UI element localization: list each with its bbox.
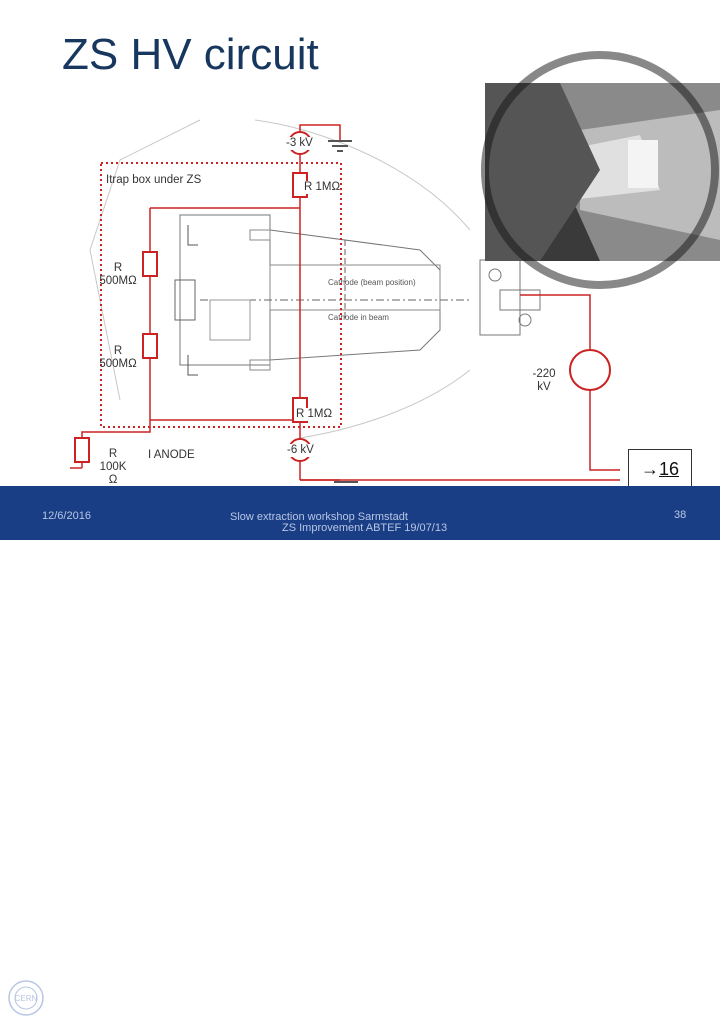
resistor-r-left-2 (142, 333, 158, 359)
resistor-r-100k (74, 437, 90, 463)
footer-line2: ZS Improvement ABTEF 19/07/13 (282, 522, 448, 534)
label-r-left-1: R 500MΩ (98, 262, 138, 288)
label-r-100k-line3: Ω (108, 474, 118, 486)
page-number: 38 (674, 509, 687, 521)
arrow-right-icon: → (640, 459, 659, 479)
label-minus-220kv: -220 kV (529, 368, 559, 394)
slide-title: ZS HV circuit (62, 30, 319, 79)
itrap-box (100, 162, 342, 428)
svg-text:CERN: CERN (15, 994, 38, 1003)
footer-line1: Slow extraction workshop Sarmstadt (230, 511, 408, 523)
drawing-text-cathode-in-beam: Cathode in beam (328, 313, 389, 322)
footer-date: 12/6/2016 (42, 510, 91, 522)
label-r-left-1-line1: R (113, 262, 123, 274)
wires (70, 124, 620, 481)
label-r-100k: R 100K Ω (96, 448, 130, 487)
slide-link-target: 16 (658, 459, 680, 479)
mechanical-drawing (89, 119, 541, 439)
circuit-diagram: Cathode (beam position) Cathode in beam (70, 51, 720, 493)
slide-link-button[interactable]: →16 (628, 449, 692, 489)
source-minus-220kv (569, 349, 611, 391)
cern-logo-icon: CERN (8, 980, 44, 1016)
label-minus-3kv: -3 kV (286, 137, 313, 150)
label-itrap-box: Itrap box under ZS (106, 174, 202, 186)
label-anode: I ANODE (148, 449, 195, 461)
label-r-100k-line2: 100K (99, 461, 127, 473)
label-minus-6kv: -6 kV (287, 444, 314, 457)
label-r-left-2-line1: R (113, 345, 123, 357)
resistor-r-left-1 (142, 251, 158, 277)
label-r-left-2-line2: 500MΩ (99, 358, 137, 370)
label-r-100k-line1: R (108, 448, 118, 460)
label-r-top: R 1MΩ (304, 181, 341, 194)
photo-inset (481, 51, 720, 289)
label-r-left-1-line2: 500MΩ (99, 275, 137, 287)
ground-icon-top (328, 140, 352, 152)
label-minus-220kv-line1: -220 (532, 368, 556, 380)
label-r-left-2: R 500MΩ (98, 345, 138, 371)
label-minus-220kv-line2: kV (537, 381, 551, 393)
slide-footer: CERN 12/6/2016 Slow extraction workshop … (0, 486, 720, 1016)
label-r-bottom: R 1MΩ (296, 408, 333, 421)
drawing-text-cathode-beam: Cathode (beam position) (328, 278, 416, 287)
